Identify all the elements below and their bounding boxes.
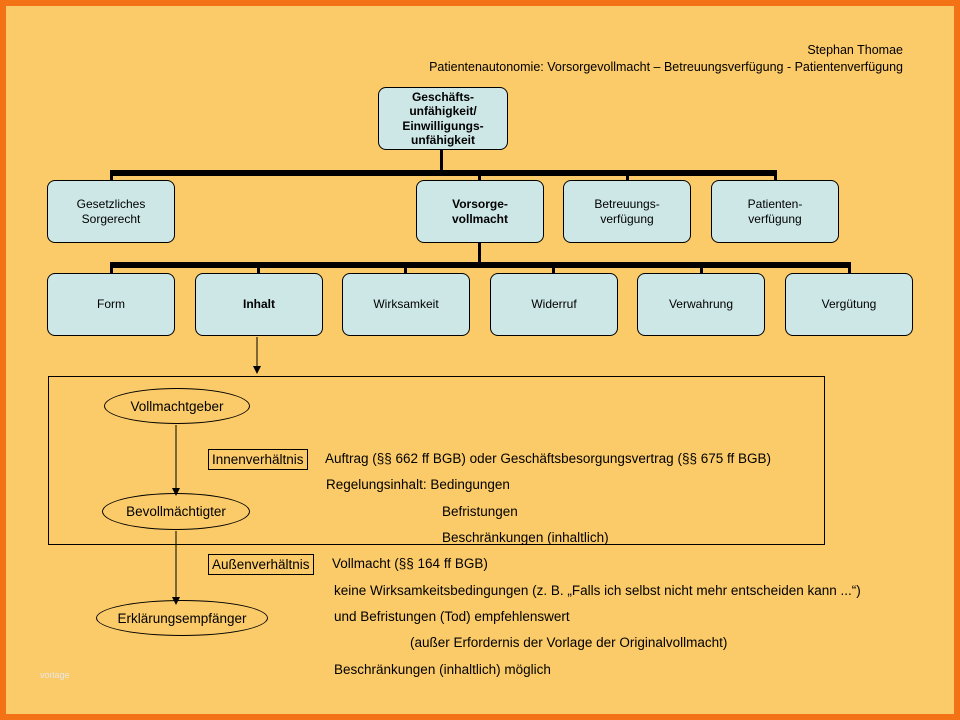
innen-line3: Befristungen xyxy=(442,504,518,519)
connector-l2-6 xyxy=(848,264,851,274)
slide-title: Patientenautonomie: Vorsorgevollmacht – … xyxy=(429,60,903,74)
node-wirksamkeit: Wirksamkeit xyxy=(342,273,470,336)
connector-l2-1 xyxy=(110,264,113,274)
connector-root-down xyxy=(440,149,443,172)
aussen-line1: Vollmacht (§§ 164 ff BGB) xyxy=(332,556,488,571)
connector-bar-level1 xyxy=(110,170,777,176)
aussen-line4: (außer Erfordernis der Vorlage der Origi… xyxy=(410,635,728,650)
node-inhalt: Inhalt xyxy=(195,273,323,336)
connector-l1-4 xyxy=(774,172,777,182)
connector-l1-3 xyxy=(626,172,629,182)
label-aussenverhaeltnis: Außenverhältnis xyxy=(208,554,314,575)
connector-bar-level2 xyxy=(110,262,851,268)
connector-l2-3 xyxy=(404,264,407,274)
ellipse-vollmachtgeber: Vollmachtgeber xyxy=(104,388,250,424)
node-widerruf: Widerruf xyxy=(490,273,618,336)
root-node: Geschäfts- unfähigkeit/ Einwilligungs- u… xyxy=(378,87,508,150)
node-vorsorgevollmacht: Vorsorge- vollmacht xyxy=(416,180,544,243)
node-betreuungsverfuegung: Betreuungs- verfügung xyxy=(563,180,691,243)
connector-l2-4 xyxy=(552,264,555,274)
connector-l1-1 xyxy=(110,172,113,182)
ellipse-bevollmaechtigter: Bevollmächtigter xyxy=(102,493,250,530)
connector-l1-2 xyxy=(478,172,481,182)
aussen-line5: Beschränkungen (inhaltlich) möglich xyxy=(334,662,551,677)
watermark-text: vorlage xyxy=(40,670,70,680)
node-gesetzliches-sorgerecht: Gesetzliches Sorgerecht xyxy=(47,180,175,243)
aussen-line3: und Befristungen (Tod) empfehlenswert xyxy=(334,609,570,624)
ellipse-erklaerungsempfaenger: Erklärungsempfänger xyxy=(96,600,268,636)
node-verwahrung: Verwahrung xyxy=(637,273,765,336)
innen-line4: Beschränkungen (inhaltlich) xyxy=(442,530,609,545)
connector-l2-5 xyxy=(700,264,703,274)
node-patientenverfuegung: Patienten- verfügung xyxy=(711,180,839,243)
innen-line2: Regelungsinhalt: Bedingungen xyxy=(326,477,510,492)
connector-l2-2 xyxy=(257,264,260,274)
detail-frame xyxy=(48,376,825,545)
aussen-line2: keine Wirksamkeitsbedingungen (z. B. „Fa… xyxy=(334,583,861,598)
node-form: Form xyxy=(47,273,175,336)
innen-line1: Auftrag (§§ 662 ff BGB) oder Geschäftsbe… xyxy=(325,451,771,466)
connector-vollmacht-down xyxy=(478,242,481,264)
author: Stephan Thomae xyxy=(807,43,903,57)
node-verguetung: Vergütung xyxy=(785,273,913,336)
label-innenverhaeltnis: Innenverhältnis xyxy=(208,449,308,470)
